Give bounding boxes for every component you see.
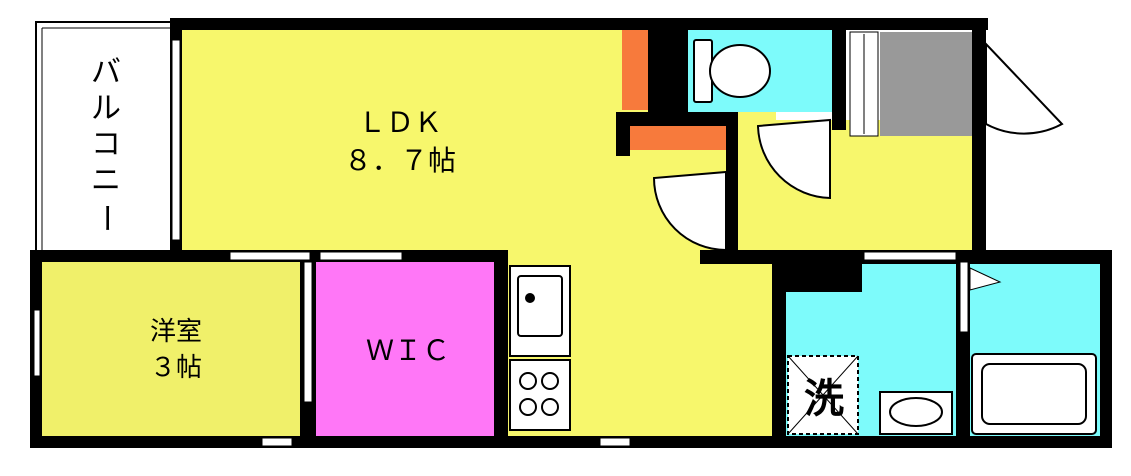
western-room-size: ３帖 [150,353,202,383]
accent-column-lower [628,126,726,150]
wic-floor [316,258,500,440]
ldk-room-size: ８．７帖 [344,144,456,177]
washing-machine-space [787,355,859,435]
balcony-label: バ ル コ ニ ー [88,55,123,233]
toilet-fixture [693,39,771,103]
doors [652,41,1064,252]
bathtub [971,353,1097,435]
balcony-label-char: ニ [91,163,121,198]
balcony-label-char: ル [91,91,121,126]
storage-shelf [849,31,879,137]
wash-basin [879,391,953,435]
washer-label: 洗 [804,376,844,422]
bathroom-door [969,267,1002,291]
balcony [35,21,177,255]
balcony-label-char: コ [91,127,121,162]
western-room-floor [36,258,308,440]
balcony-label-char: バ [91,55,121,90]
stove [509,359,571,431]
kitchen-sink [509,265,571,357]
balcony-label-char: ー [88,203,123,233]
western-room-name: 洋室 [150,317,202,347]
ldk-room-name: ＬＤＫ [358,106,442,139]
accent-column-upper [622,30,648,110]
window-openings [33,39,969,447]
storage-closet [880,32,972,136]
wic-label: ＷＩＣ [366,334,450,367]
